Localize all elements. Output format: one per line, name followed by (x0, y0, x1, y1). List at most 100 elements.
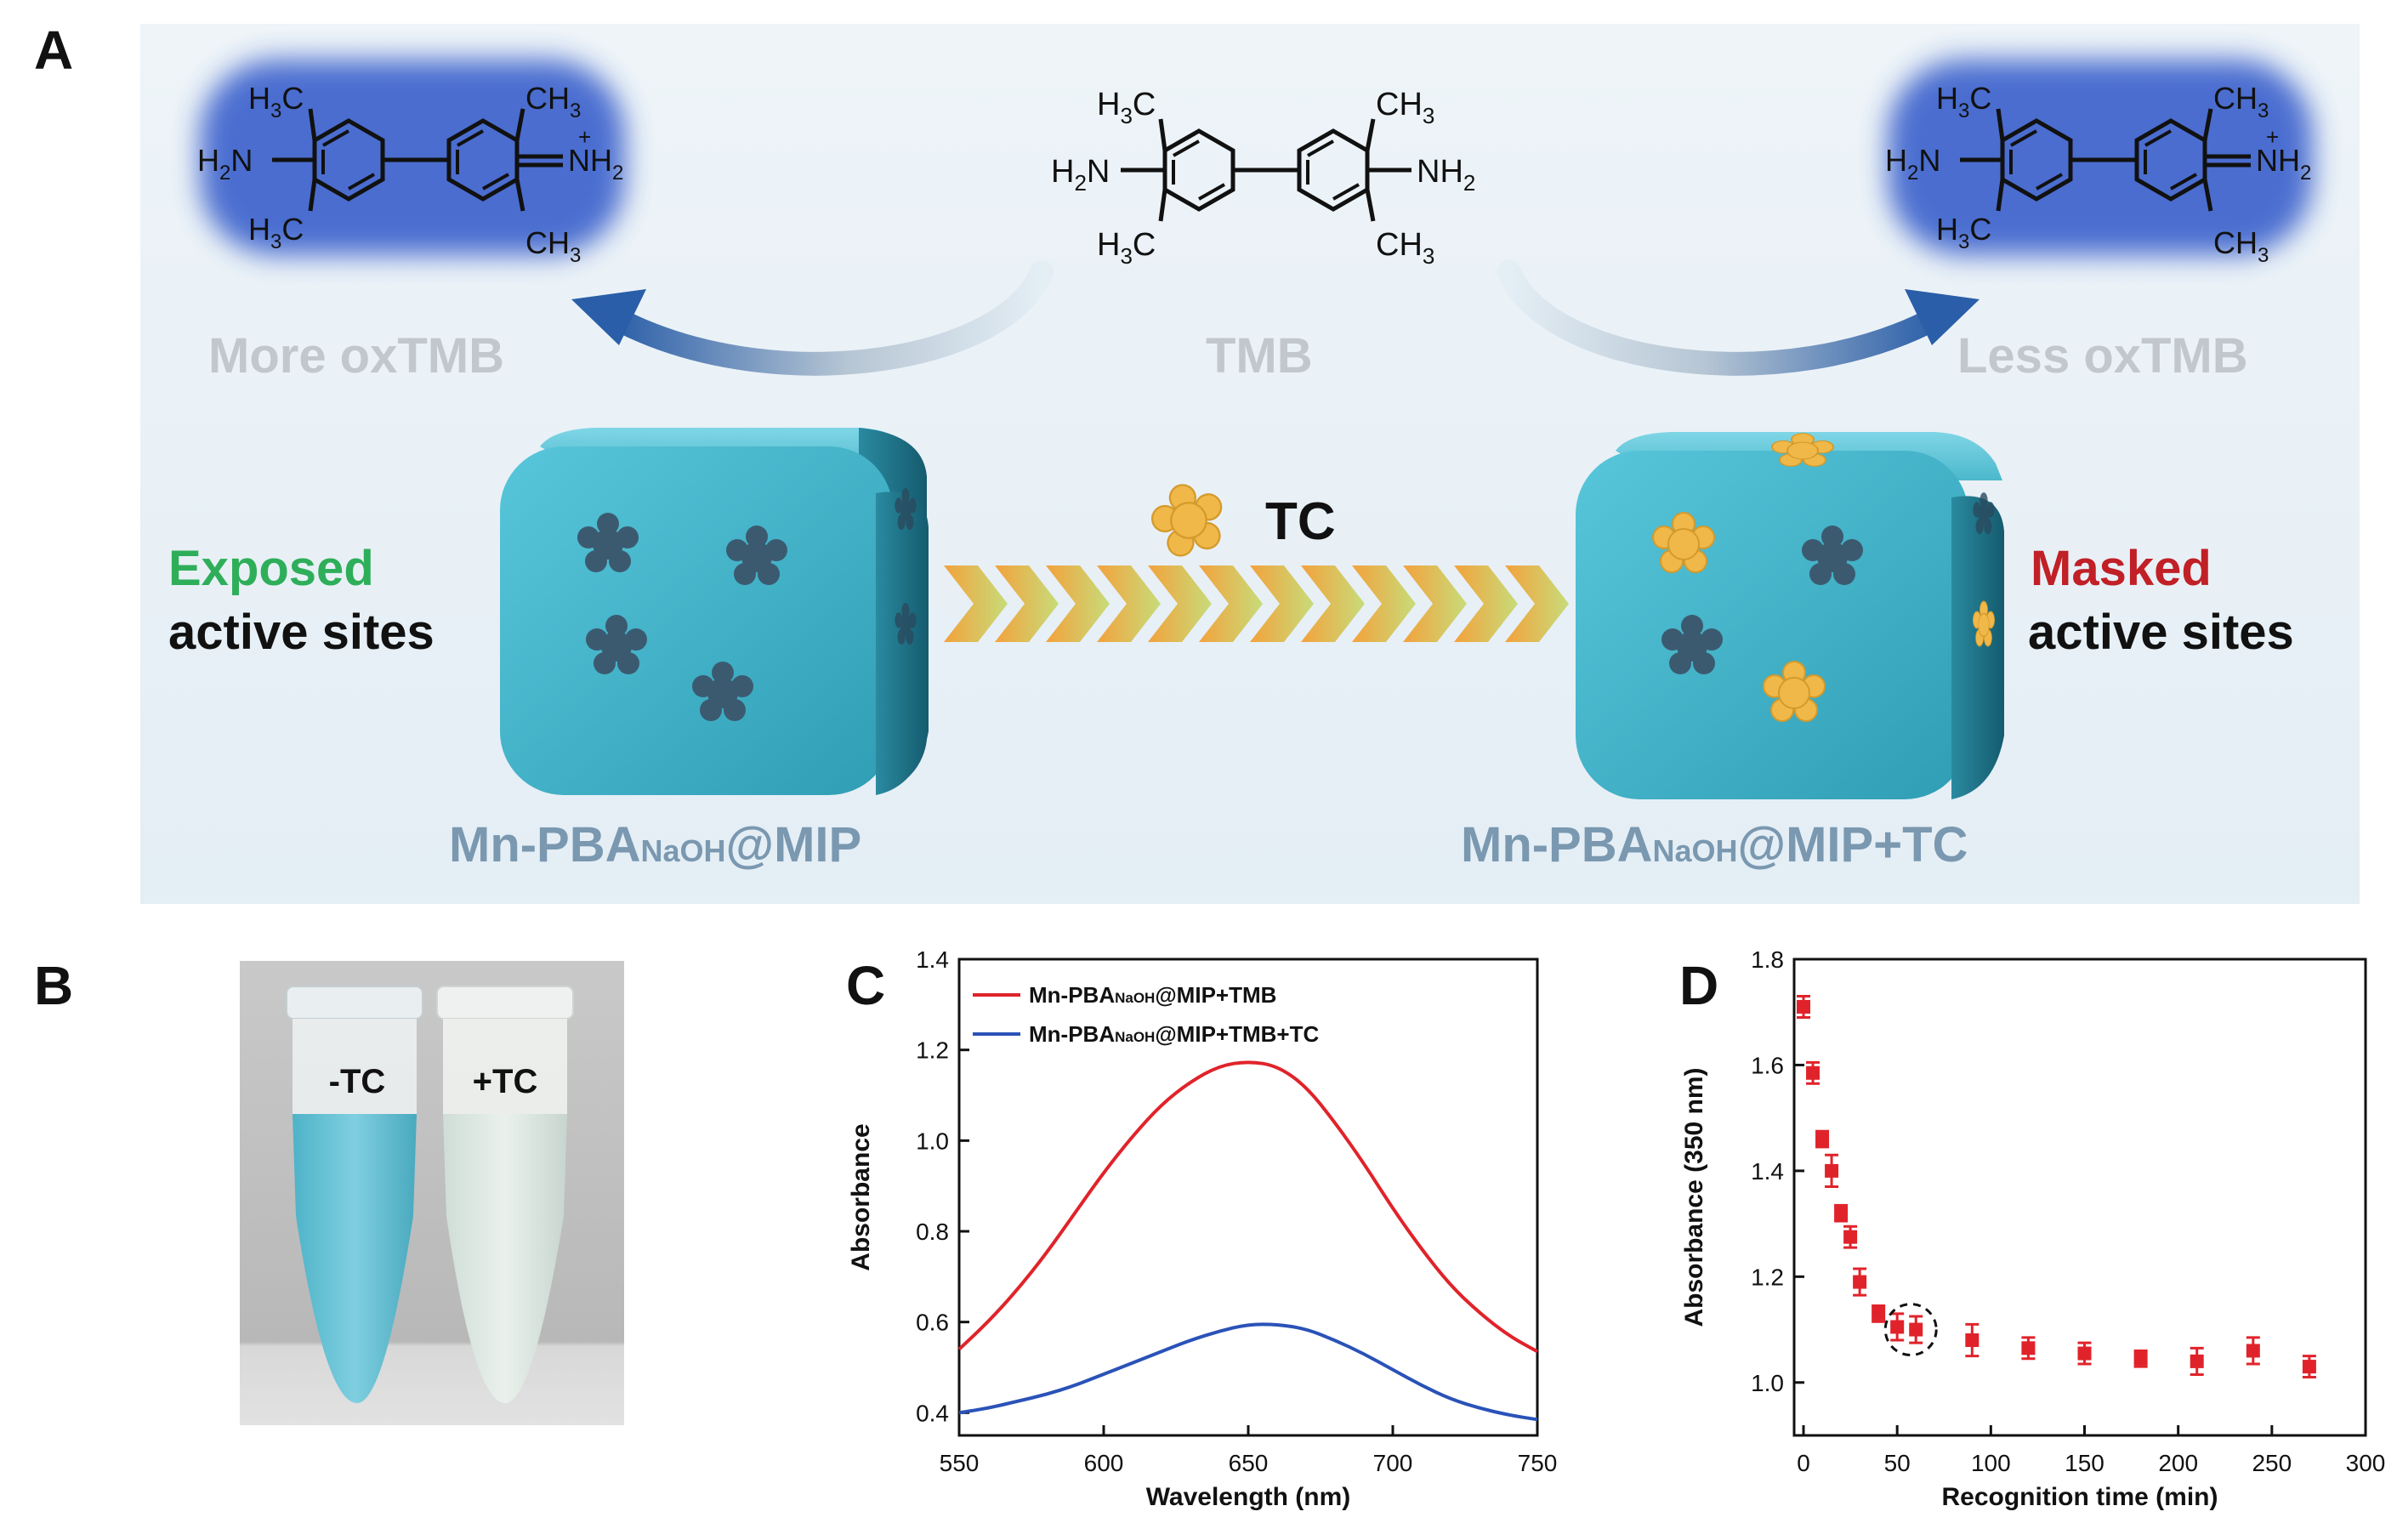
left-material-label: Mn-PBANaOH@MIP (449, 817, 862, 872)
data-point (1909, 1322, 1923, 1337)
x-tick-label: 600 (1084, 1450, 1124, 1476)
y-axis-label: Absorbance (847, 1123, 875, 1270)
group-label-h3c-top-left: H3C (248, 81, 304, 122)
y-axis-label: Absorbance (350 nm) (1680, 1067, 1708, 1327)
right-oxtmb-glow (1888, 60, 2313, 255)
group-label-ch3-bottom-right: CH3 (2213, 225, 2269, 267)
scheme-graphics: H3C H2N H3C CH3 NH2 + CH3 H3C H2N H3C CH… (197, 60, 2313, 799)
data-point (1806, 1065, 1820, 1080)
x-tick-label: 650 (1229, 1450, 1269, 1476)
right-state-word: Masked (2031, 541, 2212, 596)
left-state-word: Exposed (168, 541, 374, 596)
tubes-photo: -TC +TC (240, 961, 624, 1425)
left-tube-label: -TC (329, 1063, 386, 1100)
x-axis-label: Recognition time (min) (1942, 1483, 2218, 1511)
x-tick-label: 250 (2252, 1450, 2292, 1476)
y-tick-label: 1.0 (916, 1128, 949, 1154)
panel-label-a: A (34, 20, 74, 81)
panel-label-c: C (846, 955, 886, 1016)
data-point (2246, 1344, 2260, 1358)
data-point (2302, 1360, 2316, 1374)
series-line-2 (958, 1322, 1538, 1422)
group-label-h2n-center: H2N (1051, 154, 1110, 196)
y-tick-label: 1.0 (1751, 1370, 1784, 1396)
data-point (1843, 1230, 1858, 1244)
y-tick-label: 1.4 (1751, 1158, 1784, 1185)
left-mof-cube (500, 428, 929, 795)
group-label-ch3-bottom-left: CH3 (525, 225, 581, 267)
data-point (1815, 1132, 1830, 1146)
legend-label-2: Mn-PBANaOH@MIP+TMB+TC (1029, 1021, 1319, 1047)
group-label-h3c-bottom-center: H3C (1097, 227, 1156, 269)
x-tick-label: 200 (2158, 1450, 2198, 1476)
highlight-circle (1883, 1303, 1938, 1357)
tc-molecule-icon (1144, 475, 1232, 562)
analyte-label: TC (1265, 492, 1336, 551)
data-point (1872, 1306, 1886, 1321)
left-oxtmb-glow (200, 60, 625, 255)
chevron-arrow-band (944, 565, 1569, 642)
group-label-ch3-top-right: CH3 (2213, 81, 2269, 122)
right-state-rest: active sites (2028, 605, 2294, 660)
data-point (2133, 1351, 2148, 1366)
plot-frame (1792, 958, 2367, 1437)
right-oxtmb-group-labels: H3C H2N H3C CH3 NH2 + CH3 (1885, 81, 2311, 267)
x-tick-label: 700 (1373, 1450, 1413, 1476)
y-tick-label: 1.6 (1751, 1052, 1784, 1078)
group-label-h3c-bottom-right: H3C (1936, 212, 1991, 253)
y-tick-label: 0.8 (916, 1219, 949, 1245)
data-point (1890, 1320, 1905, 1334)
data-point (1797, 1000, 1811, 1014)
center-tmb-structure (1121, 118, 1412, 222)
right-tube-label: +TC (473, 1063, 538, 1100)
x-tick-label: 100 (1971, 1450, 2011, 1476)
legend-label-1: Mn-PBANaOH@MIP+TMB (1029, 982, 1276, 1008)
left-tube (286, 986, 423, 1403)
group-label-nh2-left: NH2 (568, 143, 623, 185)
left-state-rest: active sites (168, 605, 435, 660)
tmb-group-labels: H3C H2N H3C CH3 NH2 CH3 (1051, 87, 1475, 269)
data-point (1853, 1275, 1867, 1289)
group-label-h3c-top-right: H3C (1936, 81, 1991, 122)
group-label-h2n-left: H2N (197, 143, 253, 185)
group-label-h3c-bottom-left: H3C (248, 212, 304, 253)
left-oxtmb-structure (272, 108, 563, 212)
left-product-label: More oxTMB (208, 328, 504, 384)
right-oxtmb-structure (1960, 108, 2251, 212)
data-point (1834, 1206, 1849, 1220)
group-label-h2n-right: H2N (1885, 143, 1940, 185)
substrate-label: TMB (1206, 328, 1313, 384)
group-label-h3c-top-center: H3C (1097, 87, 1156, 128)
x-tick-label: 550 (940, 1450, 980, 1476)
right-tube (436, 986, 574, 1403)
panel-label-b: B (34, 955, 74, 1016)
x-axis-label: Wavelength (nm) (1146, 1483, 1351, 1511)
y-tick-label: 0.4 (916, 1400, 949, 1426)
left-oxtmb-group-labels: H3C H2N H3C CH3 NH2 + CH3 (197, 81, 623, 267)
group-label-ch3-top-left: CH3 (525, 81, 581, 122)
group-label-plus-right: + (2266, 124, 2279, 150)
group-label-ch3-top-center: CH3 (1376, 87, 1434, 128)
right-mof-cube (1576, 432, 2004, 799)
data-point (2190, 1354, 2204, 1368)
y-tick-label: 1.2 (1751, 1264, 1784, 1290)
x-tick-label: 50 (1884, 1450, 1911, 1476)
y-tick-label: 1.4 (916, 946, 949, 973)
group-label-ch3-bottom-center: CH3 (1376, 227, 1434, 269)
series-line-1 (957, 1060, 1538, 1354)
data-point (2021, 1341, 2036, 1355)
x-tick-label: 150 (2065, 1450, 2104, 1476)
left-curved-arrow (571, 260, 1054, 376)
y-tick-label: 0.6 (916, 1310, 949, 1336)
data-point (1965, 1333, 1980, 1347)
data-point (1825, 1163, 1839, 1178)
panel-label-d: D (1679, 955, 1719, 1016)
y-tick-label: 1.8 (1751, 946, 1784, 973)
right-material-label: Mn-PBANaOH@MIP+TC (1461, 817, 1968, 872)
right-curved-arrow (1497, 260, 1980, 376)
group-label-nh2-right: NH2 (2256, 143, 2311, 185)
x-tick-label: 750 (1518, 1450, 1558, 1476)
group-label-plus-left: + (578, 124, 591, 150)
